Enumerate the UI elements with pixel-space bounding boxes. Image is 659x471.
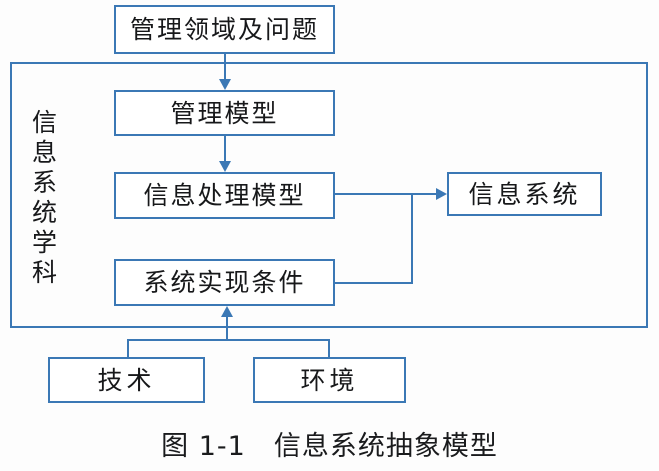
node-information-system-label: 信息系统 xyxy=(468,179,581,209)
container-label-information-systems-discipline: 信息系统学科 xyxy=(28,108,58,289)
node-technology-label: 技术 xyxy=(97,365,156,395)
edge-junction-riser-line xyxy=(411,193,413,284)
edge-merge-to-system-conditions-line xyxy=(226,317,228,340)
edge-processing-model-to-information-system-line xyxy=(335,193,441,195)
node-info-processing-model[interactable]: 信息处理模型 xyxy=(114,172,335,219)
node-info-processing-model-label: 信息处理模型 xyxy=(143,181,306,210)
edge-domain-to-management-model-arrowhead xyxy=(219,79,231,90)
node-technology[interactable]: 技术 xyxy=(48,357,205,403)
edge-management-model-to-processing-model-line xyxy=(224,136,226,164)
node-management-domain[interactable]: 管理领域及问题 xyxy=(114,5,335,54)
container-information-systems-discipline xyxy=(10,62,648,328)
edge-technology-environment-merge-bar xyxy=(127,339,330,341)
node-environment[interactable]: 环境 xyxy=(253,357,406,403)
node-environment-label: 环境 xyxy=(300,365,359,395)
edge-merge-to-system-conditions-arrowhead xyxy=(221,306,233,317)
edge-environment-riser-line xyxy=(328,339,330,358)
figure-caption: 图 1-1 信息系统抽象模型 xyxy=(161,431,498,462)
node-system-implementation-conditions-label: 系统实现条件 xyxy=(143,268,306,297)
edge-processing-model-to-information-system-arrowhead xyxy=(436,188,447,200)
edge-system-conditions-to-junction-line xyxy=(335,282,413,284)
edge-technology-riser-line xyxy=(127,339,129,358)
edge-domain-to-management-model-line xyxy=(224,54,226,82)
node-management-model[interactable]: 管理模型 xyxy=(114,90,335,136)
node-system-implementation-conditions[interactable]: 系统实现条件 xyxy=(114,259,335,306)
node-information-system[interactable]: 信息系统 xyxy=(447,172,602,216)
node-management-model-label: 管理模型 xyxy=(170,98,279,128)
edge-management-model-to-processing-model-arrowhead xyxy=(219,161,231,172)
node-management-domain-label: 管理领域及问题 xyxy=(129,15,319,44)
